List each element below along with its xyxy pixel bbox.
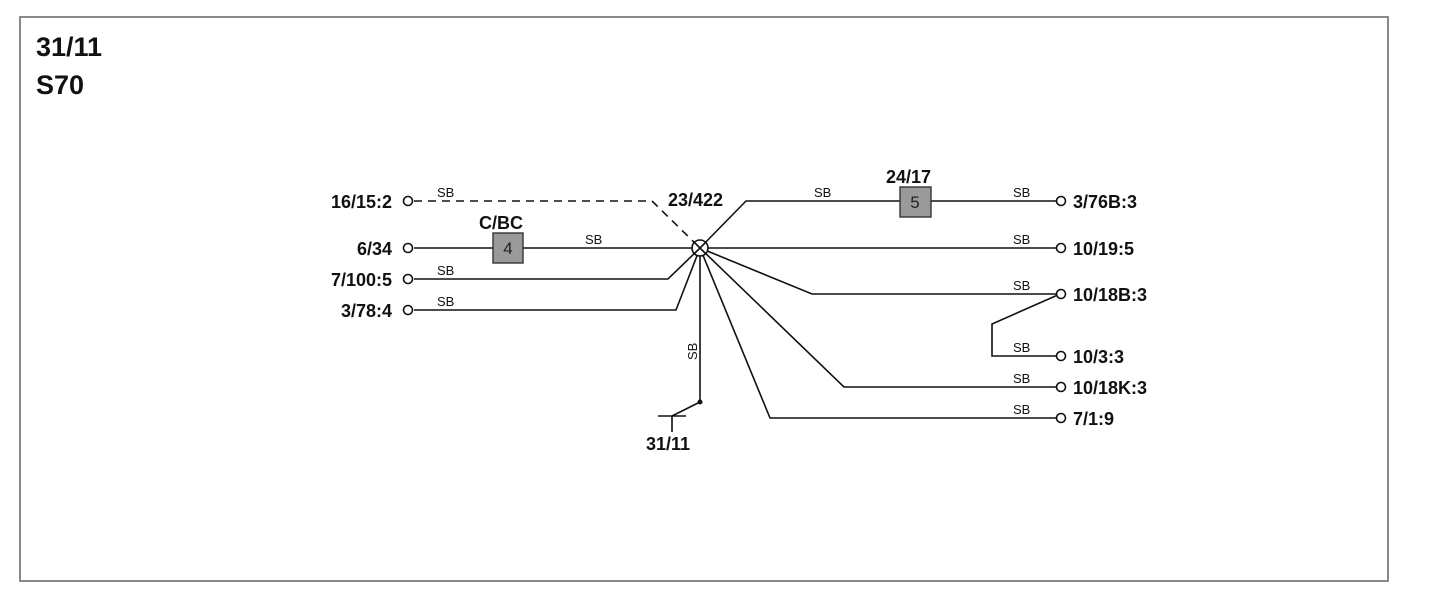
wire-10-18k-3 <box>699 247 1056 388</box>
ground-label: 31/11 <box>646 434 690 454</box>
wire-color-10-19-5: SB <box>1013 232 1030 247</box>
diagram-code: 31/11 <box>36 32 103 62</box>
splice-icon <box>691 239 709 257</box>
wire-16-15-2 <box>414 200 701 249</box>
wire-color-10-18k-3: SB <box>1013 371 1030 386</box>
wire-color-6-34: SB <box>585 232 602 247</box>
terminal-label-3-76b-3: 3/76B:3 <box>1073 192 1137 212</box>
component-cbc-number: 4 <box>503 239 512 258</box>
terminal-10-18b-3-icon <box>1055 288 1067 300</box>
terminal-10-18k-3-icon <box>1055 381 1067 393</box>
terminal-label-10-19-5: 10/19:5 <box>1073 239 1134 259</box>
terminal-label-10-18k-3: 10/18K:3 <box>1073 378 1147 398</box>
wire-color-7-1-9: SB <box>1013 402 1030 417</box>
wire-7-100-5 <box>414 247 701 280</box>
component-24-17-number: 5 <box>910 193 919 212</box>
wire-3-78-4 <box>414 247 701 311</box>
component-24-17-label: 24/17 <box>886 167 931 187</box>
wire-10-18b-3 <box>699 247 1056 295</box>
terminal-label-16-15-2: 16/15:2 <box>331 192 392 212</box>
terminal-6-34-icon <box>402 242 414 254</box>
terminal-10-3-3-icon <box>1055 350 1067 362</box>
wire-10-3-3 <box>991 293 1061 357</box>
wire-color-10-3-3: SB <box>1013 340 1030 355</box>
wire-color-3-76b-3-a: SB <box>814 185 831 200</box>
component-24-17: 5 <box>899 186 932 218</box>
terminal-7-1-9-icon <box>1055 412 1067 424</box>
wire-3-76b-3 <box>699 200 1056 249</box>
wire-color-7-100-5: SB <box>437 263 454 278</box>
splice-label: 23/422 <box>668 190 723 210</box>
wire-color-10-18b-3: SB <box>1013 278 1030 293</box>
wire-color-ground: SB <box>685 343 700 360</box>
terminal-10-19-5-icon <box>1055 242 1067 254</box>
wire-color-16-15-2: SB <box>437 185 454 200</box>
terminal-label-3-78-4: 3/78:4 <box>341 301 392 321</box>
terminal-7-100-5-icon <box>402 273 414 285</box>
terminal-3-76b-3-icon <box>1055 195 1067 207</box>
diagram-frame <box>19 16 1389 582</box>
terminal-label-7-100-5: 7/100:5 <box>331 270 392 290</box>
terminal-label-10-18b-3: 10/18B:3 <box>1073 285 1147 305</box>
wire-color-3-76b-3-b: SB <box>1013 185 1030 200</box>
ground-symbol <box>658 401 701 432</box>
component-cbc-label: C/BC <box>479 213 523 233</box>
terminal-label-6-34: 6/34 <box>357 239 392 259</box>
terminal-label-7-1-9: 7/1:9 <box>1073 409 1114 429</box>
terminal-3-78-4-icon <box>402 304 414 316</box>
terminal-16-15-2-icon <box>402 195 414 207</box>
component-cbc: 4 <box>492 232 524 264</box>
vehicle-model: S70 <box>36 70 85 100</box>
terminal-label-10-3-3: 10/3:3 <box>1073 347 1124 367</box>
wire-7-1-9 <box>699 247 1056 419</box>
wire-color-3-78-4: SB <box>437 294 454 309</box>
